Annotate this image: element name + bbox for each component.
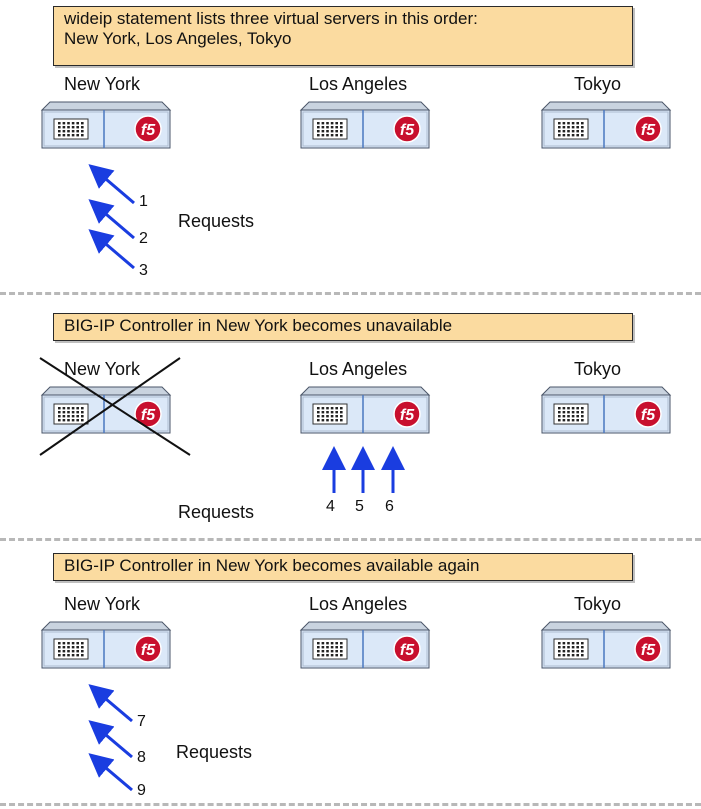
- big-ip-appliance-icon: f5: [299, 386, 431, 434]
- f5-logo-text: f5: [641, 642, 656, 659]
- big-ip-appliance-icon: f5: [40, 101, 172, 149]
- big-ip-appliance-icon: f5: [540, 101, 672, 149]
- request-number-9: 9: [137, 782, 146, 799]
- divider-2: [0, 538, 701, 541]
- panel-1-requests-label: Requests: [178, 211, 255, 231]
- panel-2-note: BIG-IP Controller in New York becomes un…: [53, 313, 633, 341]
- big-ip-appliance-icon: f5: [40, 621, 172, 669]
- panel-2-label-new-york: New York: [64, 359, 141, 379]
- request-arrow-7: [88, 684, 133, 723]
- f5-logo-text: f5: [400, 642, 415, 659]
- panel-1-label-tokyo: Tokyo: [574, 74, 622, 94]
- f5-logo-text: f5: [400, 122, 415, 139]
- request-arrow-8: [88, 720, 133, 759]
- panel-3-requests-label: Requests: [176, 742, 253, 762]
- big-ip-appliance-icon: f5: [40, 386, 172, 434]
- panel-1-note: wideip statement lists three virtual ser…: [53, 6, 633, 66]
- panel-3-label-tokyo: Tokyo: [574, 594, 622, 614]
- request-arrow-2: [88, 199, 135, 240]
- panel-3-device-new-york: f5: [40, 620, 172, 672]
- request-number-5: 5: [355, 498, 364, 515]
- panel-1-device-tokyo: f5: [540, 100, 672, 152]
- divider-3: [0, 803, 701, 806]
- f5-logo-text: f5: [141, 642, 156, 659]
- panel-3-label-new-york: New York: [64, 594, 141, 614]
- request-number-4: 4: [326, 498, 335, 515]
- panel-2-label-tokyo: Tokyo: [574, 359, 622, 379]
- f5-logo-text: f5: [641, 407, 656, 424]
- request-arrow-3: [88, 229, 135, 270]
- request-arrow-1: [88, 164, 135, 205]
- panel-3-device-los-angeles: f5: [299, 620, 431, 672]
- panel-1-label-los-angeles: Los Angeles: [309, 74, 408, 94]
- request-number-6: 6: [385, 498, 394, 515]
- request-arrow-9: [88, 753, 133, 792]
- request-number-1: 1: [139, 193, 148, 210]
- panel-2-device-tokyo: f5: [540, 385, 672, 437]
- panel-2-device-new-york: f5: [40, 385, 172, 437]
- panel-3-label-los-angeles: Los Angeles: [309, 594, 408, 614]
- f5-logo-text: f5: [141, 407, 156, 424]
- panel-2-requests-label: Requests: [178, 502, 255, 522]
- big-ip-appliance-icon: f5: [299, 101, 431, 149]
- unavailable-cross-mark: [39, 357, 191, 456]
- big-ip-appliance-icon: f5: [540, 386, 672, 434]
- request-number-8: 8: [137, 749, 146, 766]
- f5-logo-text: f5: [141, 122, 156, 139]
- panel-2-label-los-angeles: Los Angeles: [309, 359, 408, 379]
- divider-1: [0, 292, 701, 295]
- big-ip-appliance-icon: f5: [299, 621, 431, 669]
- panel-2-device-los-angeles: f5: [299, 385, 431, 437]
- panel-1-label-new-york: New York: [64, 74, 141, 94]
- f5-logo-text: f5: [400, 407, 415, 424]
- panel-3-device-tokyo: f5: [540, 620, 672, 672]
- panel-1-device-los-angeles: f5: [299, 100, 431, 152]
- request-number-3: 3: [139, 262, 148, 279]
- f5-logo-text: f5: [641, 122, 656, 139]
- panel-1-device-new-york: f5: [40, 100, 172, 152]
- panel-3-note: BIG-IP Controller in New York becomes av…: [53, 553, 633, 581]
- request-number-2: 2: [139, 230, 148, 247]
- request-number-7: 7: [137, 713, 146, 730]
- big-ip-appliance-icon: f5: [540, 621, 672, 669]
